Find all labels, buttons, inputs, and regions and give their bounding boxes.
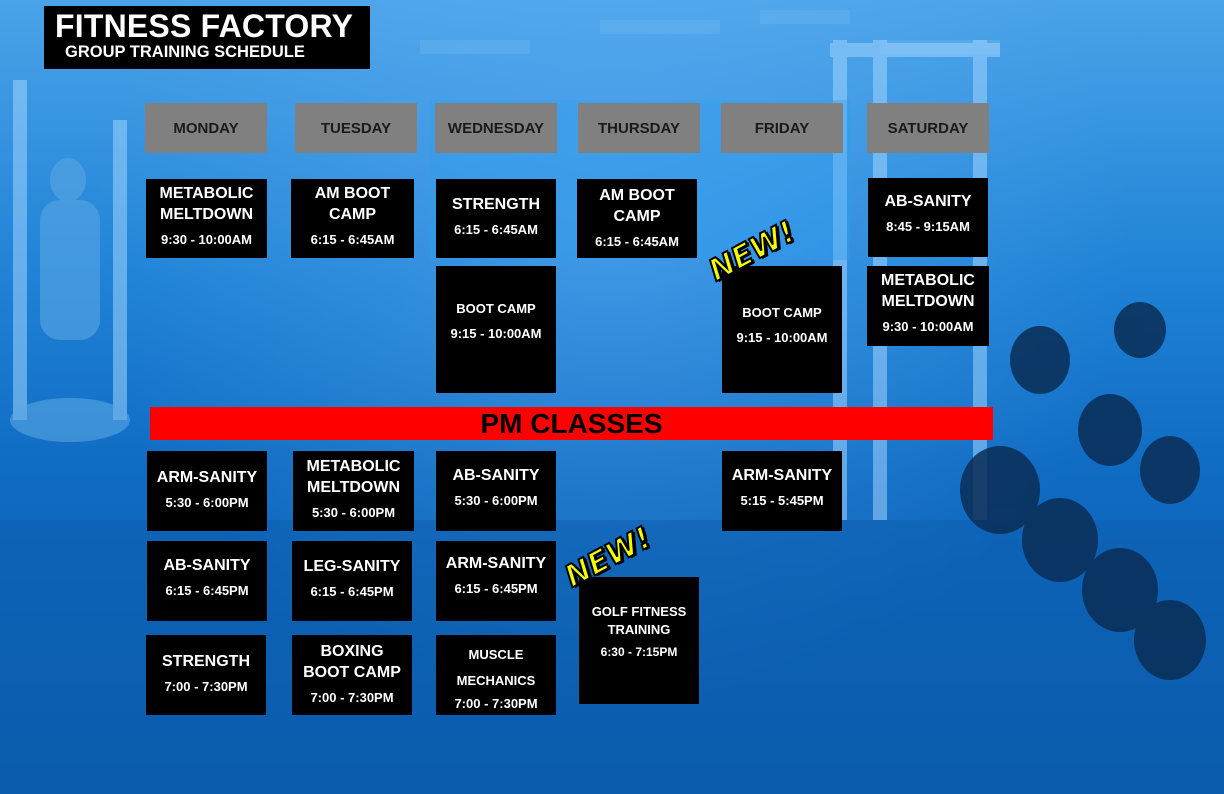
class-name: GOLF FITNESS TRAINING xyxy=(591,604,687,637)
header-panel: FITNESS FACTORY GROUP TRAINING SCHEDULE xyxy=(44,6,370,69)
class-wednesday-boot-camp[interactable]: BOOT CAMP 9:15 - 10:00AM xyxy=(436,266,556,393)
class-name: AM BOOT CAMP xyxy=(314,185,391,223)
page-subtitle: GROUP TRAINING SCHEDULE xyxy=(65,43,305,61)
pm-classes-banner: PM CLASSES xyxy=(150,407,993,440)
class-time: 5:30 - 6:00PM xyxy=(165,495,249,510)
class-name: ARM-SANITY xyxy=(156,469,258,486)
class-name: AB-SANITY xyxy=(884,193,972,210)
class-time: 9:15 - 10:00AM xyxy=(450,326,542,341)
class-saturday-metabolic-meltdown[interactable]: METABOLIC MELTDOWN 9:30 - 10:00AM xyxy=(867,266,989,346)
day-header-thursday: THURSDAY xyxy=(578,103,700,153)
class-monday-metabolic-meltdown[interactable]: METABOLIC MELTDOWN 9:30 - 10:00AM xyxy=(146,179,267,258)
class-name: ARM-SANITY xyxy=(445,555,547,572)
class-time: 6:15 - 6:45AM xyxy=(310,232,395,247)
day-header-monday: MONDAY xyxy=(145,103,267,153)
class-time: 5:30 - 6:00PM xyxy=(311,505,396,520)
page-title: FITNESS FACTORY xyxy=(55,8,354,44)
class-name: STRENGTH xyxy=(452,196,540,213)
class-name: AB-SANITY xyxy=(452,467,540,484)
class-name: BOOT CAMP xyxy=(742,305,822,320)
class-tuesday-leg-sanity[interactable]: LEG-SANITY 6:15 - 6:45PM xyxy=(292,541,412,621)
class-name: METABOLIC MELTDOWN xyxy=(306,458,401,496)
class-time: 6:15 - 6:45PM xyxy=(454,581,538,596)
class-saturday-ab-sanity[interactable]: AB-SANITY 8:45 - 9:15AM xyxy=(868,178,988,257)
day-header-tuesday: TUESDAY xyxy=(295,103,417,153)
class-name: ARM-SANITY xyxy=(731,467,833,484)
class-time: 6:15 - 6:45PM xyxy=(310,584,394,599)
class-time: 6:15 - 6:45PM xyxy=(165,583,249,598)
class-time: 7:00 - 7:30PM xyxy=(164,679,248,694)
day-header-friday: FRIDAY xyxy=(721,103,843,153)
class-friday-boot-camp[interactable]: BOOT CAMP 9:15 - 10:00AM xyxy=(722,266,842,393)
class-monday-ab-sanity[interactable]: AB-SANITY 6:15 - 6:45PM xyxy=(147,541,267,621)
class-time: 5:15 - 5:45PM xyxy=(740,493,824,508)
class-name: LEG-SANITY xyxy=(303,558,401,575)
class-name: AB-SANITY xyxy=(163,557,251,574)
class-tuesday-am-boot-camp[interactable]: AM BOOT CAMP 6:15 - 6:45AM xyxy=(291,179,414,258)
class-time: 9:30 - 10:00AM xyxy=(882,319,974,334)
class-wednesday-strength[interactable]: STRENGTH 6:15 - 6:45AM xyxy=(436,179,556,258)
class-time: 6:30 - 7:15PM xyxy=(600,645,678,659)
class-tuesday-boxing-boot-camp[interactable]: BOXING BOOT CAMP 7:00 - 7:30PM xyxy=(292,635,412,715)
class-time: 8:45 - 9:15AM xyxy=(886,219,970,234)
class-time: 7:00 - 7:30PM xyxy=(310,690,394,705)
class-monday-arm-sanity[interactable]: ARM-SANITY 5:30 - 6:00PM xyxy=(147,451,267,531)
class-thursday-golf-fitness-training[interactable]: GOLF FITNESS TRAINING 6:30 - 7:15PM xyxy=(579,577,699,704)
class-time: 7:00 - 7:30PM xyxy=(454,696,538,711)
class-name: MUSCLE MECHANICS xyxy=(456,647,536,688)
class-time: 9:30 - 10:00AM xyxy=(160,232,253,247)
class-friday-arm-sanity[interactable]: ARM-SANITY 5:15 - 5:45PM xyxy=(722,451,842,531)
class-time: 6:15 - 6:45AM xyxy=(454,222,538,237)
class-time: 6:15 - 6:45AM xyxy=(595,234,679,249)
class-monday-strength[interactable]: STRENGTH 7:00 - 7:30PM xyxy=(146,635,266,715)
class-thursday-am-boot-camp[interactable]: AM BOOT CAMP 6:15 - 6:45AM xyxy=(577,179,697,258)
class-wednesday-arm-sanity[interactable]: ARM-SANITY 6:15 - 6:45PM xyxy=(436,541,556,621)
class-time: 5:30 - 6:00PM xyxy=(454,493,538,508)
class-name: AM BOOT CAMP xyxy=(599,187,675,225)
class-time: 9:15 - 10:00AM xyxy=(736,330,828,345)
class-wednesday-ab-sanity[interactable]: AB-SANITY 5:30 - 6:00PM xyxy=(436,451,556,531)
class-wednesday-muscle-mechanics[interactable]: MUSCLE MECHANICS 7:00 - 7:30PM xyxy=(436,635,556,715)
day-header-wednesday: WEDNESDAY xyxy=(435,103,557,153)
class-name: BOXING BOOT CAMP xyxy=(303,643,401,681)
class-name: METABOLIC MELTDOWN xyxy=(881,272,975,310)
class-tuesday-metabolic-meltdown[interactable]: METABOLIC MELTDOWN 5:30 - 6:00PM xyxy=(293,451,414,531)
day-header-saturday: SATURDAY xyxy=(867,103,989,153)
class-name: BOOT CAMP xyxy=(456,301,536,316)
class-name: METABOLIC MELTDOWN xyxy=(159,185,254,223)
class-name: STRENGTH xyxy=(162,653,250,670)
